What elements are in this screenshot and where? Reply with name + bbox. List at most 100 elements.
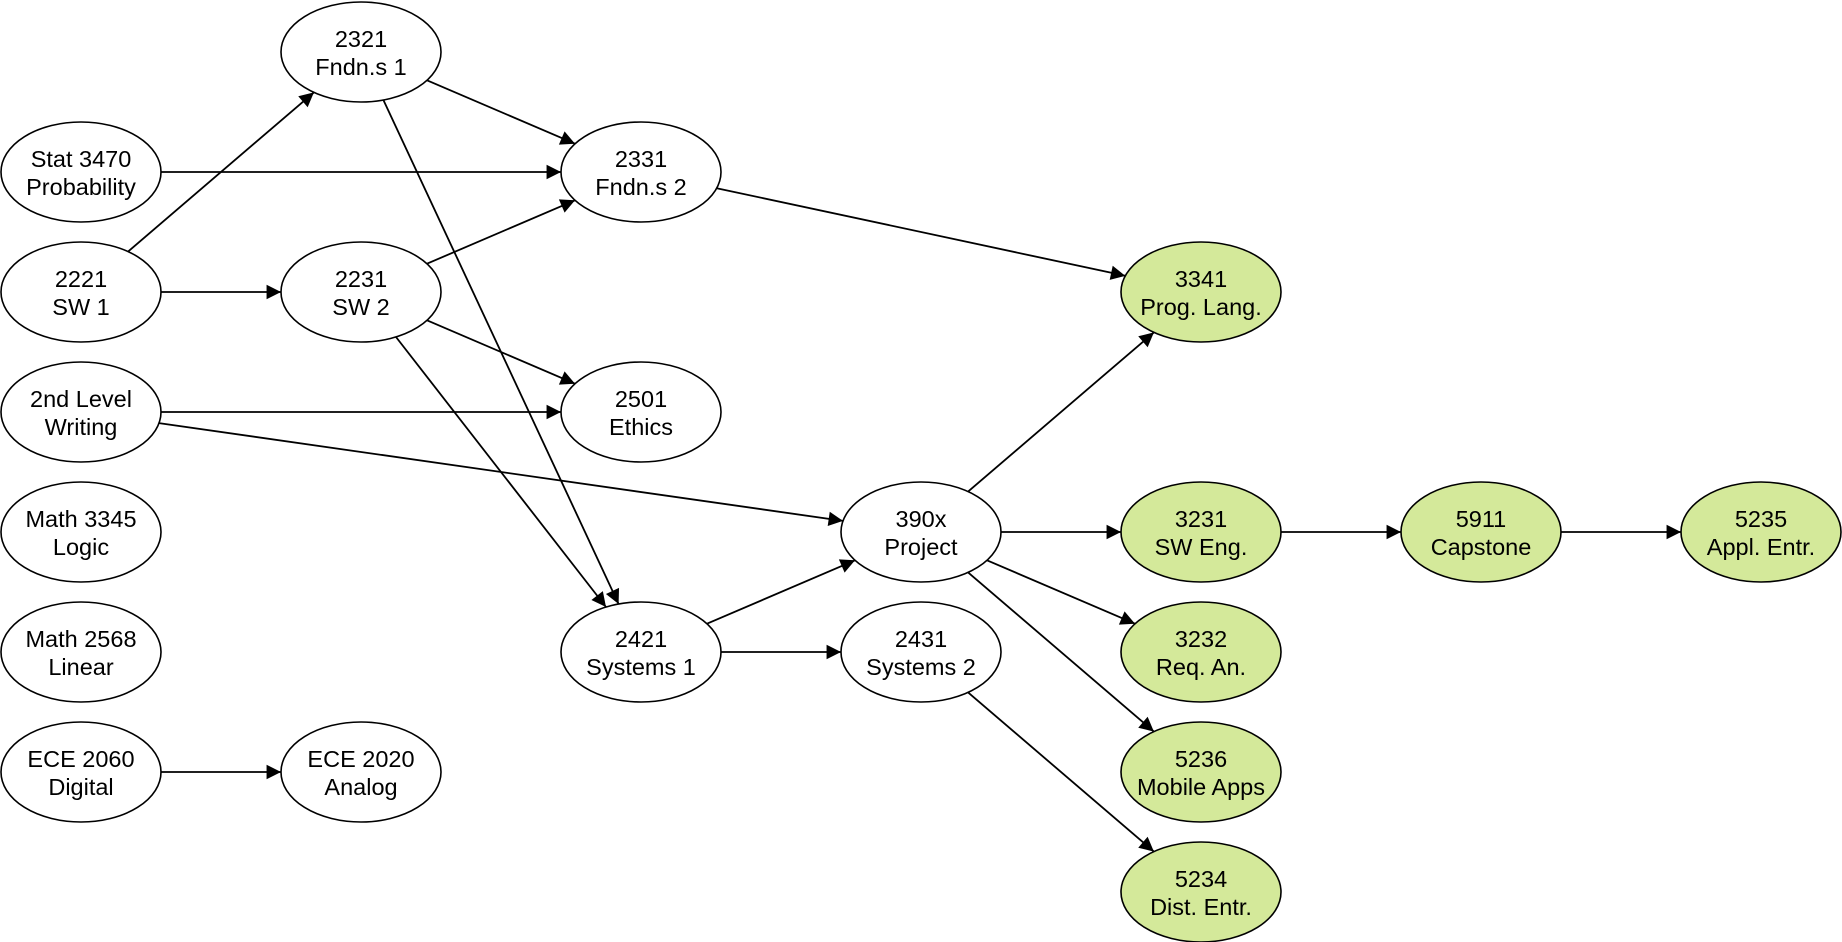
course-title-label: Systems 2 [866, 654, 976, 680]
course-node-ellipse [1120, 481, 1282, 583]
edge-arrow [706, 559, 856, 625]
course-number-label: 5235 [1735, 506, 1787, 532]
edge-arrow [426, 199, 576, 265]
course-node-ellipse [0, 241, 162, 343]
edge-2421-to-390x [706, 559, 856, 625]
edge-2231-to-2501 [426, 319, 576, 385]
edge-arrow [967, 571, 1155, 733]
course-title-label: Ethics [609, 414, 673, 440]
course-number-label: 2231 [335, 266, 387, 292]
course-title-label: Appl. Entr. [1707, 534, 1815, 560]
edge-390x-to-5236 [967, 571, 1155, 733]
course-number-label: Math 2568 [25, 626, 136, 652]
course-title-label: Fndn.s 2 [595, 174, 686, 200]
edge-2221-to-2321 [127, 91, 315, 253]
course-number-label: 2431 [895, 626, 947, 652]
course-node-ellipse [1680, 481, 1842, 583]
course-number-label: 390x [896, 506, 947, 532]
edge-writing-to-390x [158, 422, 844, 527]
course-title-label: Fndn.s 1 [315, 54, 406, 80]
course-title-label: SW Eng. [1155, 534, 1248, 560]
course-node-ellipse [1120, 241, 1282, 343]
course-title-label: Probability [26, 174, 136, 200]
course-title-label: Linear [48, 654, 113, 680]
course-title-label: SW 2 [332, 294, 389, 320]
course-title-label: Writing [45, 414, 118, 440]
course-title-label: Capstone [1431, 534, 1532, 560]
edge-arrow [716, 187, 1126, 280]
course-title-label: SW 1 [52, 294, 109, 320]
course-node-ellipse [1120, 601, 1282, 703]
edges-layer [127, 79, 1682, 853]
course-number-label: Stat 3470 [31, 146, 132, 172]
course-number-label: 2331 [615, 146, 667, 172]
edge-2331-to-3341 [716, 187, 1126, 280]
course-number-label: 2421 [615, 626, 667, 652]
edge-arrow [986, 559, 1136, 625]
course-node-ellipse [560, 361, 722, 463]
course-node-ellipse [0, 361, 162, 463]
course-node-ellipse [840, 481, 1002, 583]
course-title-label: Logic [53, 534, 109, 560]
course-number-label: Math 3345 [25, 506, 136, 532]
course-number-label: 2321 [335, 26, 387, 52]
edge-390x-to-3341 [967, 331, 1155, 493]
course-number-label: 5911 [1456, 506, 1507, 532]
course-number-label: ECE 2060 [27, 746, 134, 772]
edge-2321-to-2331 [426, 79, 576, 145]
course-node-ellipse [0, 121, 162, 223]
course-node-ellipse [280, 721, 442, 823]
course-number-label: 5236 [1175, 746, 1227, 772]
course-number-label: 2221 [55, 266, 107, 292]
edge-arrow [426, 319, 576, 385]
course-title-label: Analog [324, 774, 397, 800]
edge-arrow [967, 691, 1155, 853]
course-node-ellipse [1120, 841, 1282, 942]
course-number-label: 2501 [615, 386, 667, 412]
course-node-ellipse [0, 601, 162, 703]
course-title-label: Dist. Entr. [1150, 894, 1252, 920]
edge-390x-to-3232 [986, 559, 1136, 625]
course-node-ellipse [0, 481, 162, 583]
edge-arrow [967, 331, 1155, 493]
course-number-label: 3231 [1175, 506, 1227, 532]
course-title-label: Systems 1 [586, 654, 696, 680]
course-node-ellipse [840, 601, 1002, 703]
course-node-ellipse [560, 601, 722, 703]
edge-2431-to-5234 [967, 691, 1155, 853]
course-node-ellipse [1120, 721, 1282, 823]
course-node-ellipse [280, 241, 442, 343]
course-number-label: ECE 2020 [307, 746, 414, 772]
course-node-ellipse [1400, 481, 1562, 583]
course-node-ellipse [0, 721, 162, 823]
course-title-label: Project [884, 534, 958, 560]
edge-arrow [127, 91, 315, 253]
course-node-ellipse [560, 121, 722, 223]
edge-2231-to-2331 [426, 199, 576, 265]
course-title-label: Digital [48, 774, 113, 800]
course-number-label: 3232 [1175, 626, 1227, 652]
course-title-label: Prog. Lang. [1140, 294, 1262, 320]
course-number-label: 5234 [1175, 866, 1227, 892]
course-number-label: 3341 [1175, 266, 1227, 292]
